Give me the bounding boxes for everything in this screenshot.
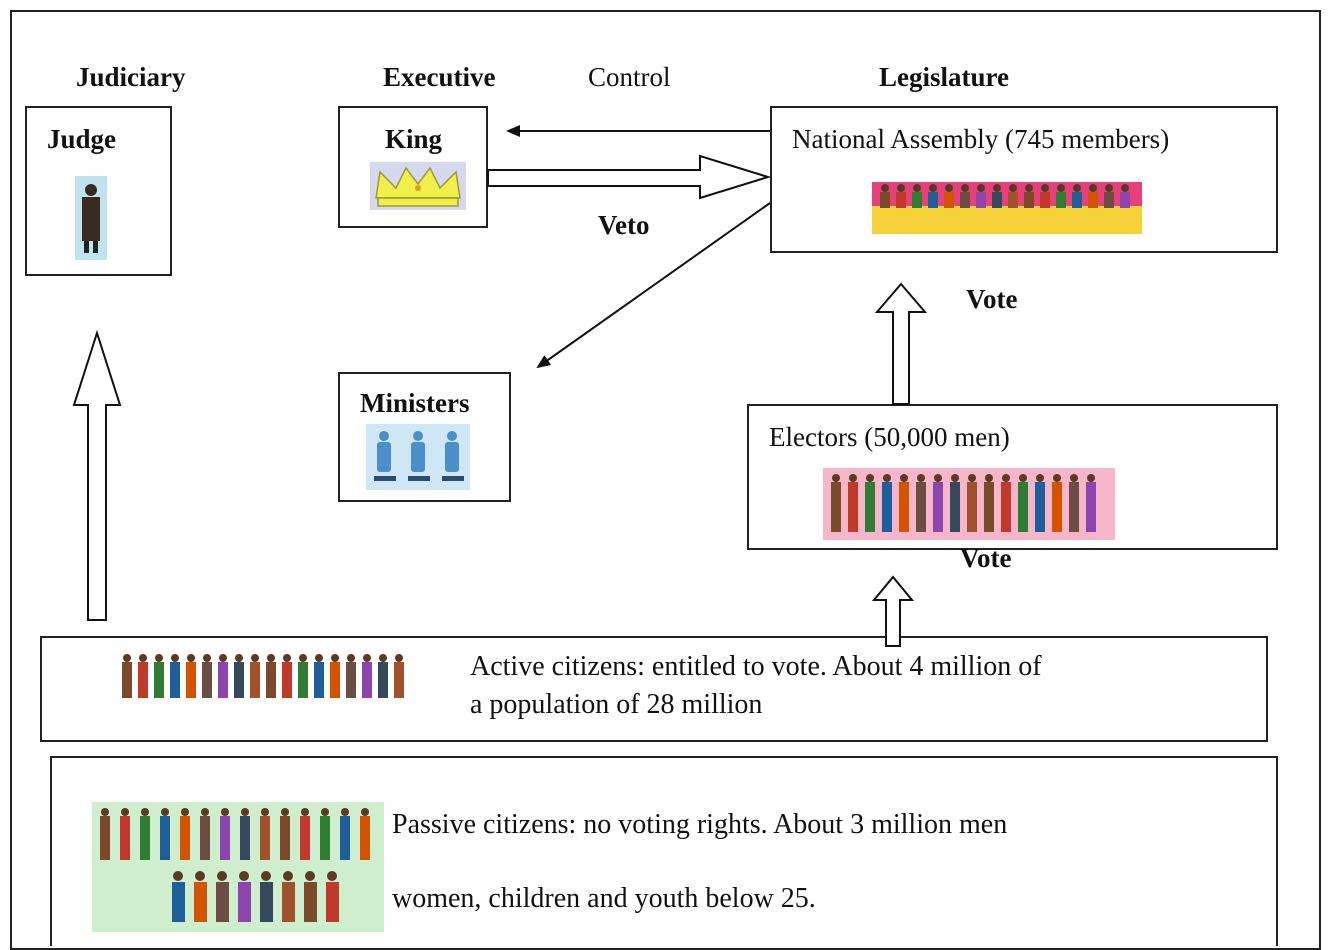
passive-citizens-box: Passive citizens: no voting rights. Abou…	[50, 756, 1278, 946]
assembly-box: National Assembly (745 members)	[770, 106, 1278, 253]
judiciary-header: Judiciary	[76, 62, 186, 92]
active-citizens-crowd-icon	[122, 654, 404, 698]
active-citizens-box: Active citizens: entitled to vote. About…	[40, 636, 1268, 742]
control-label: Control	[588, 62, 671, 92]
ministers-box: Ministers	[338, 372, 511, 502]
ministers-figures-icon	[366, 424, 470, 490]
passive-citizens-crowd-icon	[92, 802, 384, 932]
assembly-crowd-icon	[872, 182, 1142, 234]
king-box: King	[338, 106, 488, 228]
executive-header: Executive	[383, 62, 496, 92]
active-citizens-line2: a population of 28 million	[470, 689, 763, 720]
passive-citizens-line1: Passive citizens: no voting rights. Abou…	[392, 809, 1008, 840]
crown-icon	[370, 162, 466, 210]
king-label: King	[385, 124, 443, 154]
assembly-label: National Assembly (745 members)	[792, 124, 1170, 154]
veto-label: Veto	[598, 210, 650, 240]
active-citizens-line1: Active citizens: entitled to vote. About…	[470, 651, 1042, 682]
vote-label-bottom: Vote	[960, 543, 1012, 573]
judge-figure-icon	[75, 176, 107, 260]
electors-box: Electors (50,000 men)	[747, 404, 1278, 550]
legislature-header: Legislature	[879, 62, 1009, 92]
vote-label-top: Vote	[966, 284, 1018, 314]
electors-crowd-icon	[823, 468, 1115, 540]
active-citizens-text: Active citizens: entitled to vote. About…	[470, 648, 1042, 724]
passive-citizens-line2: women, children and youth below 25.	[392, 883, 816, 914]
judge-label: Judge	[47, 124, 117, 154]
electors-label: Electors (50,000 men)	[769, 422, 1010, 452]
judge-box: Judge	[25, 106, 172, 276]
ministers-label: Ministers	[360, 388, 470, 418]
